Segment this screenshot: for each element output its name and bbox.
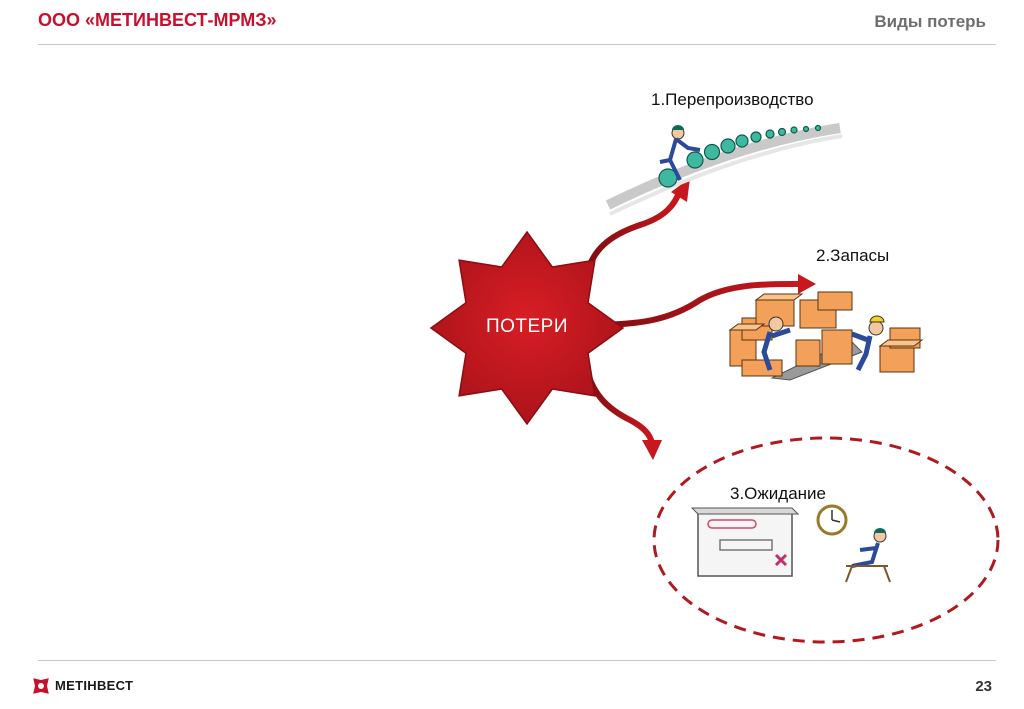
metinvest-logo-icon (33, 678, 49, 694)
footer-logo-text: МЕТІНВЕСТ (55, 678, 134, 693)
branch-label-overproduction: 1.Перепроизводство (651, 90, 814, 109)
header-divider (38, 44, 996, 45)
losses-center-label: ПОТЕРИ (485, 316, 569, 337)
arrow-to-waiting (582, 357, 662, 460)
waiting-highlight-circle (652, 436, 1000, 644)
footer-divider (38, 660, 996, 661)
center-star (429, 230, 625, 426)
slide-title: Виды потерь (874, 12, 986, 31)
waiting-illustration-icon (690, 504, 891, 583)
overproduction-illustration-icon (605, 123, 843, 216)
inventory-illustration-icon (728, 291, 924, 381)
arrow-to-inventory (587, 274, 816, 328)
branch-label-inventory: 2.Запасы (816, 246, 890, 265)
branch-label-waiting: 3.Ожидание (730, 484, 826, 503)
company-name: ООО «МЕТИНВЕСТ-МРМЗ» (38, 10, 277, 30)
page-number: 23 (975, 678, 992, 695)
